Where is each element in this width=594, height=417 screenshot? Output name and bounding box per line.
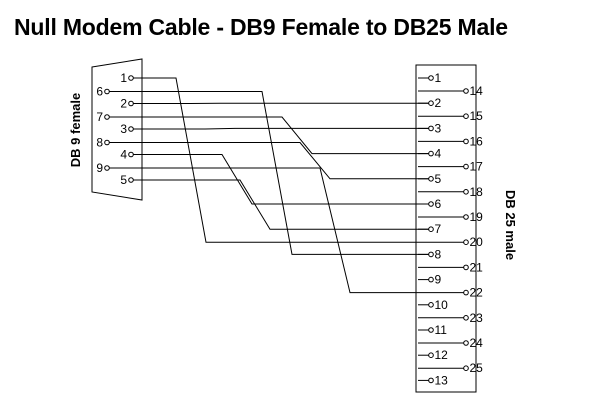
db25-pin-8 bbox=[428, 251, 434, 258]
db25-pin-label-4: 4 bbox=[435, 147, 442, 161]
db25-pin-label-15: 15 bbox=[470, 109, 484, 123]
db25-pin-22 bbox=[463, 289, 469, 296]
db25-pin-15 bbox=[463, 113, 469, 119]
db9-pin-1 bbox=[128, 75, 134, 81]
db25-pin-6 bbox=[428, 201, 434, 207]
db9-side-label: DB 9 female bbox=[68, 93, 83, 167]
db25-pin-24 bbox=[463, 340, 469, 346]
db9-pin-5 bbox=[128, 177, 134, 183]
db25-pin-label-1: 1 bbox=[435, 71, 442, 85]
db25-pin-label-14: 14 bbox=[470, 84, 484, 98]
db25-pin-16 bbox=[463, 138, 469, 145]
wire-7-to-4 bbox=[109, 116, 429, 155]
db25-pin-label-5: 5 bbox=[435, 172, 442, 186]
db9-pin-label-3: 3 bbox=[120, 122, 127, 136]
db25-pin-label-23: 23 bbox=[470, 311, 484, 325]
db9-pin-label-2: 2 bbox=[120, 97, 127, 111]
db25-pin-label-3: 3 bbox=[435, 121, 442, 135]
db25-pin-label-17: 17 bbox=[470, 160, 484, 174]
db25-pin-14 bbox=[463, 88, 469, 94]
db25-pin-label-11: 11 bbox=[435, 323, 448, 337]
db9-pin-label-5: 5 bbox=[120, 173, 127, 187]
db25-pin-label-21: 21 bbox=[470, 260, 484, 274]
db25-pin-label-8: 8 bbox=[435, 247, 442, 261]
db9-pin-7 bbox=[104, 114, 110, 120]
wire-9-to-22 bbox=[109, 167, 418, 294]
db25-pin-label-9: 9 bbox=[435, 273, 442, 287]
db25-connector-shell bbox=[415, 64, 477, 393]
db25-pin-3 bbox=[428, 125, 434, 132]
db25-pin-18 bbox=[463, 189, 469, 195]
db25-pin-5 bbox=[428, 176, 434, 182]
db25-pin-label-22: 22 bbox=[470, 286, 484, 300]
db25-pin-13 bbox=[428, 377, 434, 384]
db25-pin-9 bbox=[428, 276, 434, 283]
db25-pin-label-13: 13 bbox=[435, 373, 449, 387]
db9-pin-3 bbox=[128, 126, 134, 132]
db25-pin-label-10: 10 bbox=[435, 298, 449, 312]
db9-pin-label-8: 8 bbox=[96, 136, 103, 150]
db25-pin-label-20: 20 bbox=[470, 235, 484, 249]
diagram-title: Null Modem Cable - DB9 Female to DB25 Ma… bbox=[14, 14, 508, 40]
db25-pin-12 bbox=[428, 352, 434, 359]
db25-pin-7 bbox=[428, 226, 434, 232]
db25-pin-2 bbox=[428, 100, 434, 106]
db25-pin-label-16: 16 bbox=[470, 134, 484, 148]
db25-pin-11 bbox=[428, 327, 434, 333]
db9-pin-2 bbox=[128, 100, 134, 107]
db25-pin-10 bbox=[428, 302, 434, 308]
db9-pin-label-1: 1 bbox=[120, 71, 127, 85]
wire-1-to-20 bbox=[133, 77, 418, 243]
db25-side-label: DB 25 male bbox=[503, 190, 518, 260]
db9-pin-label-6: 6 bbox=[96, 85, 103, 99]
db25-pin-label-2: 2 bbox=[435, 96, 442, 110]
wire-8-to-5 bbox=[109, 142, 429, 180]
db25-pin-25 bbox=[463, 365, 469, 372]
db25-pin-23 bbox=[463, 315, 469, 321]
db9-pin-6 bbox=[104, 88, 110, 95]
db9-pin-9 bbox=[104, 165, 110, 171]
db25-pin-1 bbox=[428, 75, 434, 81]
db25-pin-label-6: 6 bbox=[435, 197, 442, 211]
db9-pin-label-4: 4 bbox=[120, 148, 127, 162]
db9-connector-shell bbox=[91, 58, 143, 201]
db25-pin-label-7: 7 bbox=[435, 222, 442, 236]
db25-pin-label-19: 19 bbox=[470, 210, 484, 224]
db25-pin-19 bbox=[463, 214, 469, 220]
db25-pin-20 bbox=[463, 239, 469, 245]
db25-pin-4 bbox=[428, 150, 434, 157]
db25-pin-label-24: 24 bbox=[470, 336, 484, 350]
wire-6-to-8 bbox=[109, 91, 429, 255]
db25-pin-label-12: 12 bbox=[435, 348, 449, 362]
db9-pin-label-9: 9 bbox=[96, 161, 103, 175]
db25-pin-21 bbox=[463, 264, 469, 271]
db9-pin-label-7: 7 bbox=[96, 110, 103, 124]
db25-pin-label-18: 18 bbox=[470, 185, 484, 199]
db9-pin-8 bbox=[104, 139, 110, 146]
wire-4-to-6 bbox=[133, 154, 429, 205]
db25-pin-17 bbox=[463, 163, 469, 170]
wire-3-to-3 bbox=[133, 127, 429, 130]
wire-5-to-7 bbox=[133, 179, 429, 230]
db25-pin-label-25: 25 bbox=[470, 361, 484, 375]
db9-pin-4 bbox=[128, 151, 134, 158]
